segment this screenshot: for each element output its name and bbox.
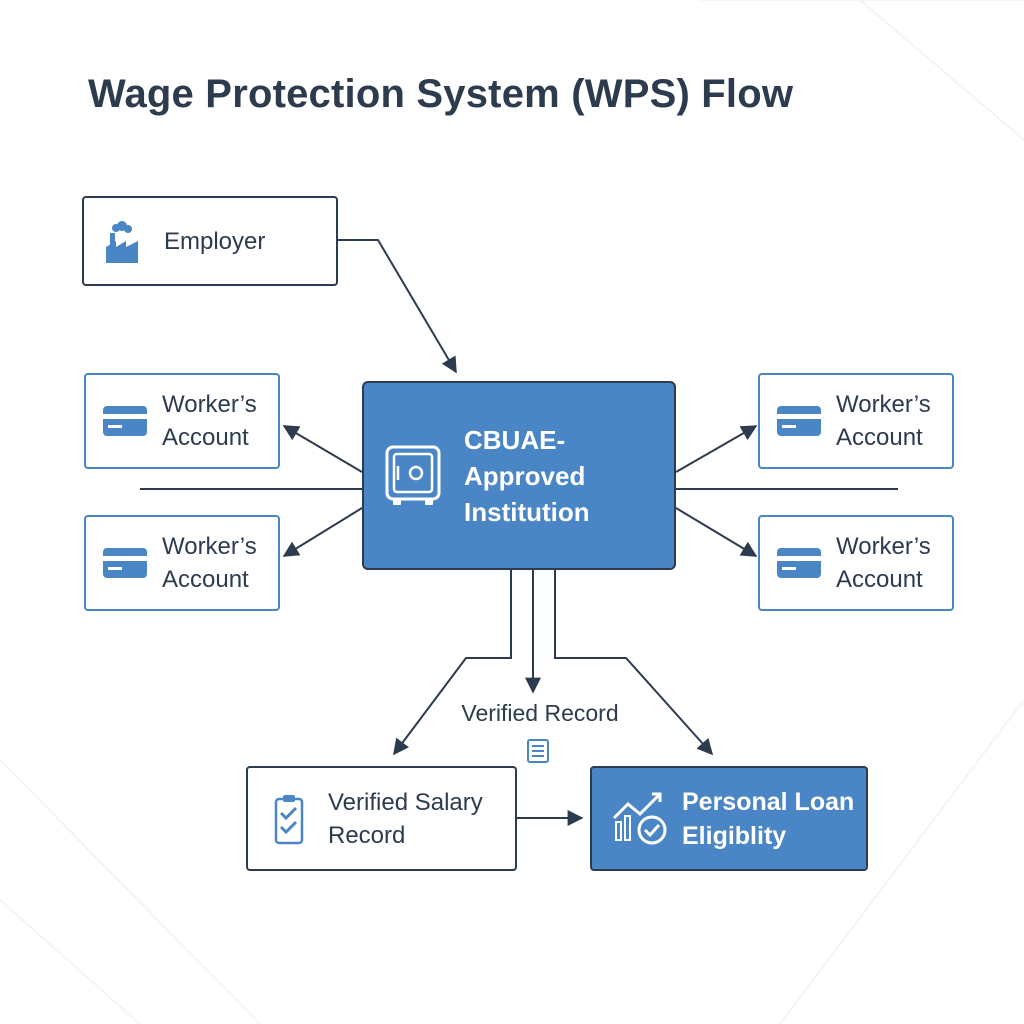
arrow-to-worker-left-bottom <box>282 507 363 557</box>
card-icon <box>777 548 821 578</box>
document-icon <box>527 739 549 763</box>
loan-eligibility-node[interactable]: Personal Loan Eligiblity <box>590 766 868 871</box>
worker-account-node-left-top[interactable]: Worker’s Account <box>84 373 280 469</box>
salary-record-node[interactable]: Verified Salary Record <box>246 766 517 871</box>
employer-label: Employer <box>164 227 266 255</box>
employer-node[interactable]: Employer <box>82 196 338 286</box>
growth-check-icon <box>612 792 667 844</box>
arrow-to-worker-right-bottom <box>675 507 758 557</box>
worker-account-node-right-bottom[interactable]: Worker’s Account <box>758 515 954 611</box>
worker-account-label: Worker’s Account <box>162 533 257 593</box>
institution-label: CBUAE- Approved Institution <box>464 424 590 527</box>
worker-account-label: Worker’s Account <box>836 391 931 451</box>
salary-record-label: Verified Salary Record <box>328 788 483 849</box>
arrow-to-worker-left-top <box>282 425 363 473</box>
checklist-icon <box>274 794 304 844</box>
arrow-to-loan-eligibility <box>554 570 714 756</box>
card-icon <box>103 406 147 436</box>
institution-node[interactable]: CBUAE- Approved Institution <box>362 381 676 570</box>
card-icon <box>103 548 147 578</box>
worker-account-label: Worker’s Account <box>836 533 931 593</box>
arrow-to-salary-record <box>393 570 512 756</box>
loan-eligibility-label: Personal Loan Eligiblity <box>682 787 855 850</box>
verified-record-caption: Verified Record <box>461 700 619 726</box>
card-icon <box>777 406 821 436</box>
worker-account-node-right-top[interactable]: Worker’s Account <box>758 373 954 469</box>
arrow-employer-to-institution <box>338 239 457 374</box>
worker-account-node-left-bottom[interactable]: Worker’s Account <box>84 515 280 611</box>
safe-icon <box>385 445 441 505</box>
factory-icon <box>106 221 138 263</box>
arrow-to-worker-right-top <box>675 425 758 473</box>
page-title: Wage Protection System (WPS) Flow <box>88 72 794 116</box>
worker-account-label: Worker’s Account <box>162 391 257 451</box>
